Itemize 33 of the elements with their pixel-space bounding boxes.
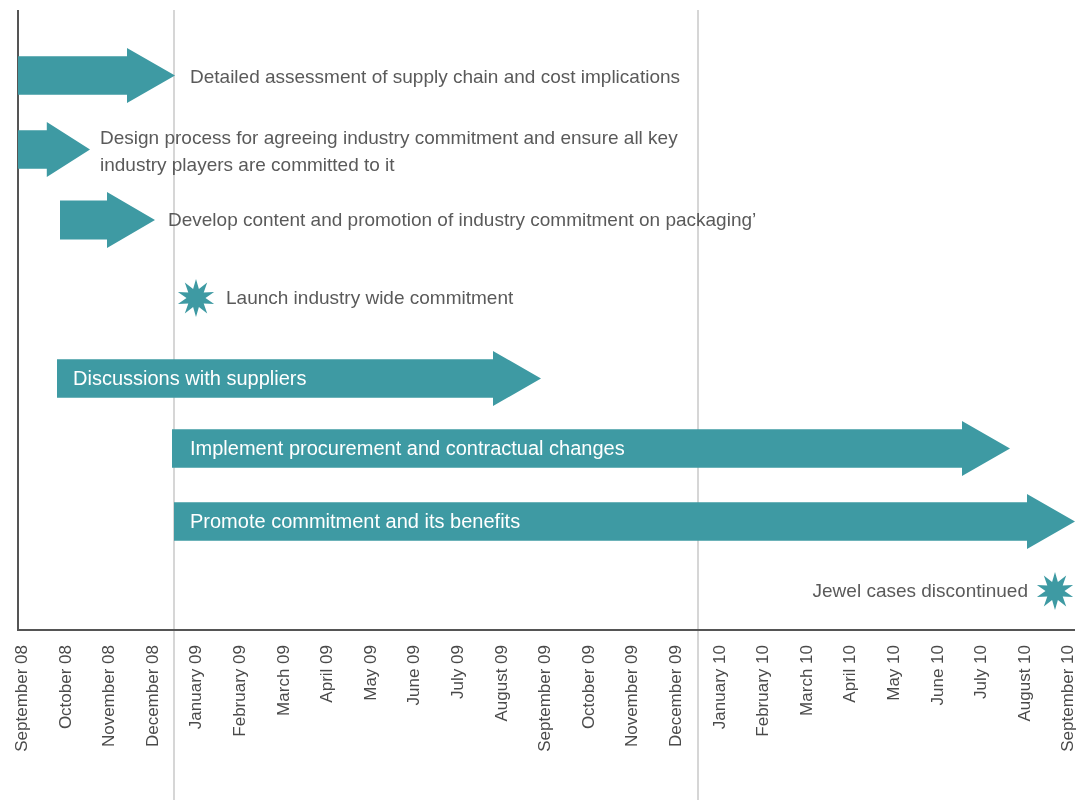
month-label: November 09 bbox=[622, 645, 643, 748]
month-label: September 10 bbox=[1058, 645, 1079, 752]
task-label: Jewel cases discontinued bbox=[812, 579, 1028, 603]
month-label: July 09 bbox=[448, 645, 468, 699]
task-label: Detailed assessment of supply chain and cost implications bbox=[190, 65, 681, 89]
month-label: September 08 bbox=[12, 645, 32, 752]
month-label: February 09 bbox=[230, 645, 250, 737]
month-label: January 09 bbox=[186, 645, 207, 730]
month-label: January 10 bbox=[709, 645, 730, 730]
month-label: May 09 bbox=[360, 645, 381, 701]
month-label: May 10 bbox=[884, 645, 904, 701]
month-label: March 09 bbox=[273, 645, 294, 716]
month-label: August 10 bbox=[1014, 645, 1035, 722]
month-label: December 09 bbox=[666, 645, 686, 748]
task-label: Design process for agreeing industry commitment and ensure all key industry players are committed to it bbox=[100, 126, 679, 177]
month-label: June 09 bbox=[404, 645, 425, 706]
month-label: April 10 bbox=[840, 645, 861, 703]
month-label: June 10 bbox=[927, 645, 948, 706]
month-label: April 09 bbox=[317, 645, 338, 703]
month-label: October 09 bbox=[578, 645, 599, 730]
month-label: September 09 bbox=[535, 645, 556, 752]
month-label: August 09 bbox=[491, 645, 512, 722]
month-label: December 08 bbox=[142, 645, 163, 748]
task-label: Implement procurement and contractual changes bbox=[190, 436, 625, 462]
task-label: Discussions with suppliers bbox=[73, 366, 307, 392]
month-label: July 10 bbox=[971, 645, 992, 699]
month-label: March 10 bbox=[796, 645, 817, 716]
task-label: Develop content and promotion of industry commitment on packaging’ bbox=[168, 208, 757, 232]
month-label: November 08 bbox=[99, 645, 120, 748]
task-label: Launch industry wide commitment bbox=[226, 286, 514, 310]
task-label: Promote commitment and its benefits bbox=[190, 509, 521, 535]
month-label: October 08 bbox=[55, 645, 76, 730]
month-label: February 10 bbox=[753, 645, 774, 737]
